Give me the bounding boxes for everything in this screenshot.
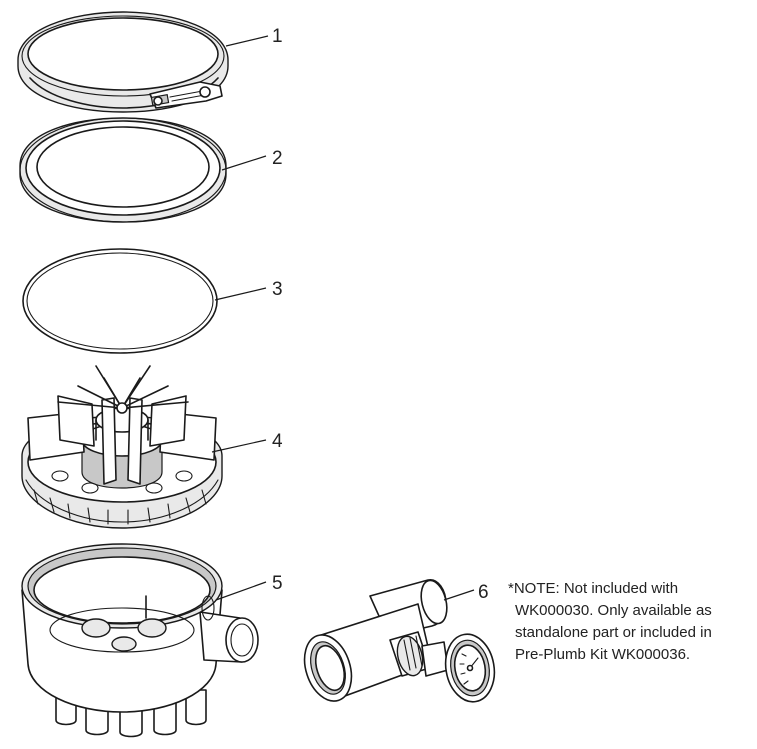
callout-number-3: 3 bbox=[272, 279, 283, 300]
part-5-filter-body bbox=[21, 543, 259, 738]
callout-number-1: 1 bbox=[272, 26, 283, 47]
availability-note: *NOTE: Not included with WK000030. Only … bbox=[508, 578, 748, 666]
callout-number-5: 5 bbox=[272, 573, 283, 594]
part-4-lateral-assembly bbox=[21, 365, 223, 529]
part-1-clamp-ring bbox=[17, 11, 229, 113]
note-line: *NOTE: Not included with bbox=[508, 580, 679, 597]
note-line: standalone part or included in bbox=[515, 624, 712, 641]
leader-line-2 bbox=[221, 155, 267, 171]
leader-line-5 bbox=[215, 581, 267, 601]
part-6-gauge-tee bbox=[303, 579, 496, 703]
note-line: WK000030. Only available as bbox=[515, 602, 712, 619]
leader-line-1 bbox=[225, 35, 269, 47]
part-2-gasket bbox=[19, 117, 227, 223]
callout-number-6: 6 bbox=[478, 582, 489, 603]
leader-line-4 bbox=[211, 439, 267, 453]
leader-line-3 bbox=[214, 287, 267, 301]
callout-number-4: 4 bbox=[272, 431, 283, 452]
leader-line-6 bbox=[443, 589, 475, 601]
part-3-o-ring bbox=[22, 248, 218, 354]
callout-number-2: 2 bbox=[272, 148, 283, 169]
note-line: Pre-Plumb Kit WK000036. bbox=[515, 646, 691, 663]
